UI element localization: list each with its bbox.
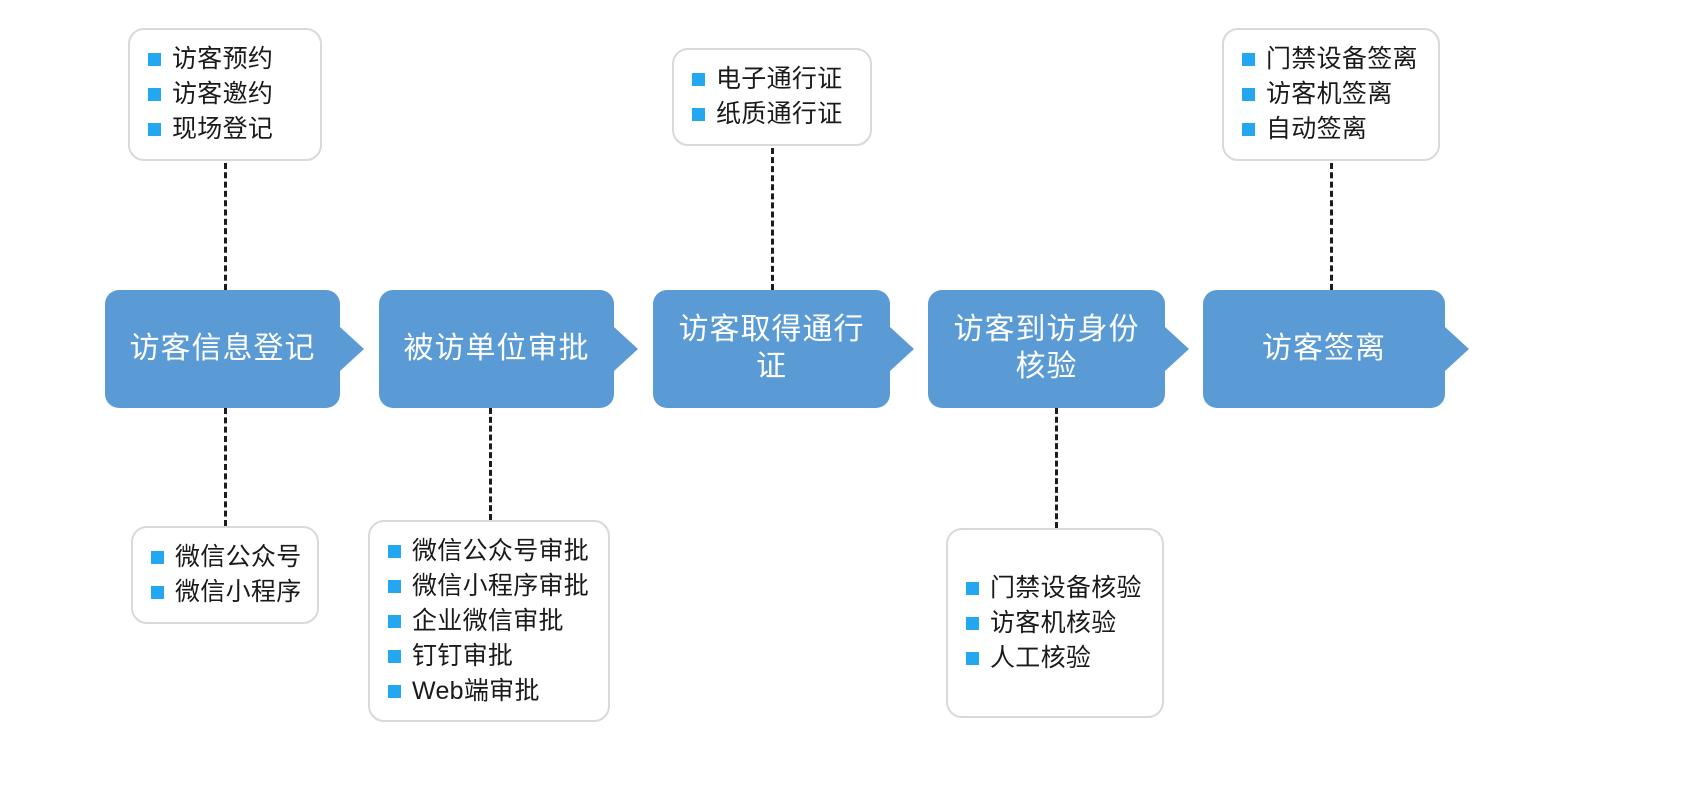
bullet-square-icon xyxy=(388,544,401,558)
list-item: 微信小程序 xyxy=(151,575,301,610)
bullet-square-icon xyxy=(388,649,401,663)
arrow-right-icon xyxy=(340,327,364,371)
step-background xyxy=(105,290,340,408)
callout-item-label: 访客预约 xyxy=(172,45,274,73)
callout-item-label: 企业微信审批 xyxy=(412,606,564,635)
step-label: 被访单位审批 xyxy=(403,331,590,365)
bullet-square-icon xyxy=(388,579,401,593)
callout-item-label: 访客邀约 xyxy=(172,80,274,108)
bullet-square-icon xyxy=(148,53,161,66)
step-label: 访客取得通行证 xyxy=(678,313,865,383)
bullet-square-icon xyxy=(966,651,979,665)
callout-item-label: Web端审批 xyxy=(412,676,540,705)
callout-checkout-methods[interactable]: 门禁设备签离 访客机签离 自动签离 xyxy=(1222,28,1440,161)
bullet-square-icon xyxy=(388,684,401,698)
connector-top-step1 xyxy=(224,163,227,290)
callout-item-label: 访客机签离 xyxy=(1266,80,1393,108)
arrow-right-icon xyxy=(1165,327,1189,371)
bullet-square-icon xyxy=(148,88,161,101)
callout-item-label: 人工核验 xyxy=(990,643,1092,672)
callout-item-label: 微信公众号审批 xyxy=(412,536,590,565)
bullet-square-icon xyxy=(388,614,401,628)
bullet-square-icon xyxy=(151,551,164,564)
callout-pass-types[interactable]: 电子通行证 纸质通行证 xyxy=(672,48,872,146)
list-item: 门禁设备核验 xyxy=(966,571,1142,606)
list-item: 自动签离 xyxy=(1242,112,1416,147)
connector-bottom-step2 xyxy=(489,408,492,520)
step-visitor-information-registration[interactable]: 访客信息登记 xyxy=(105,290,364,408)
step-visitor-obtains-pass[interactable]: 访客取得通行证 xyxy=(653,290,914,408)
step-visitor-identity-verification[interactable]: 访客到访身份核验 xyxy=(928,290,1189,408)
arrow-right-icon xyxy=(890,327,914,371)
list-item: 访客机核验 xyxy=(966,606,1140,641)
list-item: 现场登记 xyxy=(148,112,298,147)
connector-bottom-step4 xyxy=(1055,408,1058,528)
step-background xyxy=(928,290,1165,408)
step-visitor-checkout[interactable]: 访客签离 xyxy=(1203,290,1469,408)
step-host-unit-approval[interactable]: 被访单位审批 xyxy=(379,290,638,408)
step-label: 访客签离 xyxy=(1262,331,1386,365)
list-item: 访客邀约 xyxy=(148,77,298,112)
callout-verification-methods[interactable]: 门禁设备核验 访客机核验 人工核验 xyxy=(946,528,1164,718)
bullet-square-icon xyxy=(966,581,979,595)
callout-item-label: 自动签离 xyxy=(1266,115,1368,143)
bullet-square-icon xyxy=(148,123,161,136)
list-item: 钉钉审批 xyxy=(388,639,586,674)
list-item: 访客预约 xyxy=(148,42,298,77)
list-item: 访客机签离 xyxy=(1242,77,1416,112)
callout-item-label: 电子通行证 xyxy=(716,65,843,93)
bullet-square-icon xyxy=(692,73,705,86)
bullet-square-icon xyxy=(151,586,164,599)
list-item: Web端审批 xyxy=(388,674,586,709)
list-item: 企业微信审批 xyxy=(388,604,586,639)
bullet-square-icon xyxy=(1242,53,1255,66)
step-background xyxy=(653,290,890,408)
bullet-square-icon xyxy=(1242,123,1255,136)
step-label: 访客信息登记 xyxy=(129,331,316,365)
callout-item-label: 访客机核验 xyxy=(990,608,1117,637)
callout-item-label: 微信小程序审批 xyxy=(412,571,590,600)
arrow-right-icon xyxy=(614,327,638,371)
bullet-square-icon xyxy=(692,108,705,121)
step-background xyxy=(379,290,614,408)
step-label: 访客到访身份核验 xyxy=(953,313,1140,383)
callout-item-label: 门禁设备核验 xyxy=(990,573,1142,602)
list-item: 纸质通行证 xyxy=(692,97,848,132)
connector-top-step3 xyxy=(771,148,774,290)
callout-item-label: 钉钉审批 xyxy=(412,641,514,670)
callout-approval-channels[interactable]: 微信公众号审批 微信小程序审批 企业微信审批 钉钉审批 Web端审批 xyxy=(368,520,610,722)
list-item: 电子通行证 xyxy=(692,62,848,97)
list-item: 微信公众号 xyxy=(151,540,301,575)
callout-item-label: 纸质通行证 xyxy=(716,100,843,128)
bullet-square-icon xyxy=(966,616,979,630)
bullet-square-icon xyxy=(1242,88,1255,101)
list-item: 门禁设备签离 xyxy=(1242,42,1418,77)
arrow-right-icon xyxy=(1445,327,1469,371)
connector-bottom-step1 xyxy=(224,408,227,526)
callout-registration-channels[interactable]: 微信公众号 微信小程序 xyxy=(131,526,319,624)
list-item: 人工核验 xyxy=(966,641,1140,676)
callout-visitor-registration-methods[interactable]: 访客预约 访客邀约 现场登记 xyxy=(128,28,322,161)
list-item: 微信公众号审批 xyxy=(388,534,590,569)
callout-item-label: 微信公众号 xyxy=(175,543,302,571)
list-item: 微信小程序审批 xyxy=(388,569,590,604)
callout-item-label: 微信小程序 xyxy=(175,578,302,606)
callout-item-label: 现场登记 xyxy=(172,115,274,143)
callout-item-label: 门禁设备签离 xyxy=(1266,45,1418,73)
step-background xyxy=(1203,290,1445,408)
connector-top-step5 xyxy=(1330,163,1333,290)
